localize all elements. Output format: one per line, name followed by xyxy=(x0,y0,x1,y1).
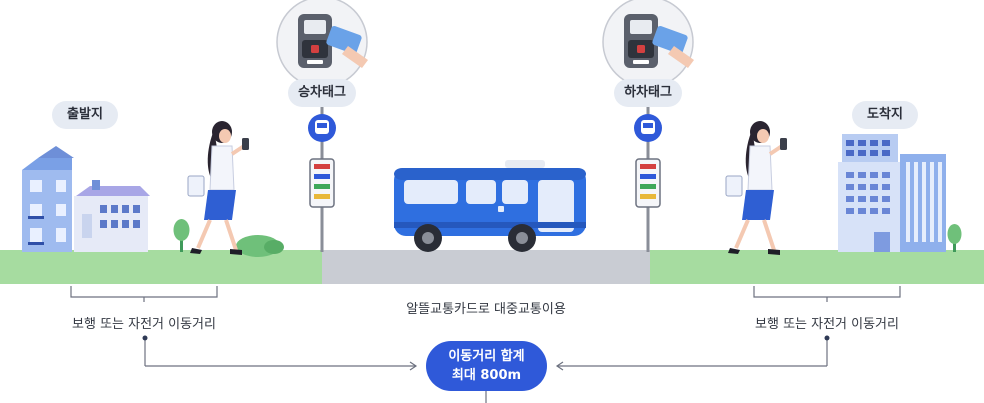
walking-person-icon xyxy=(187,121,249,255)
transit-segment-caption: 알뜰교통카드로 대중교통이용 xyxy=(406,302,566,317)
bush-icon xyxy=(236,235,284,257)
left-segment-caption: 보행 또는 자전거 이동거리 xyxy=(72,317,216,332)
board-tag-pole xyxy=(276,0,368,252)
walking-person-icon xyxy=(725,121,787,255)
right-grass xyxy=(650,250,984,284)
left-connector-arrow xyxy=(144,340,418,371)
board-tag-label: 승차태그 xyxy=(288,79,356,107)
total-distance-badge: 이동거리 합계 최대 800m xyxy=(426,341,547,391)
tree-icon xyxy=(947,224,962,252)
departure-houses-icon xyxy=(22,146,150,252)
alight-tag-pole xyxy=(602,0,694,252)
road xyxy=(322,250,650,284)
departure-label: 출발지 xyxy=(52,101,118,129)
arrival-building-icon xyxy=(838,134,946,252)
right-distance-bracket xyxy=(753,286,901,302)
left-distance-bracket xyxy=(70,286,218,302)
alight-tag-label: 하차태그 xyxy=(614,79,682,107)
left-grass xyxy=(0,250,322,284)
total-distance-value: 최대 800m xyxy=(451,368,522,383)
arrival-label: 도착지 xyxy=(852,101,918,129)
tree-icon xyxy=(173,219,190,252)
right-connector-arrow xyxy=(555,340,828,371)
right-segment-caption: 보행 또는 자전거 이동거리 xyxy=(755,317,899,332)
total-distance-title: 이동거리 합계 xyxy=(448,349,525,364)
bus-icon xyxy=(394,160,586,252)
